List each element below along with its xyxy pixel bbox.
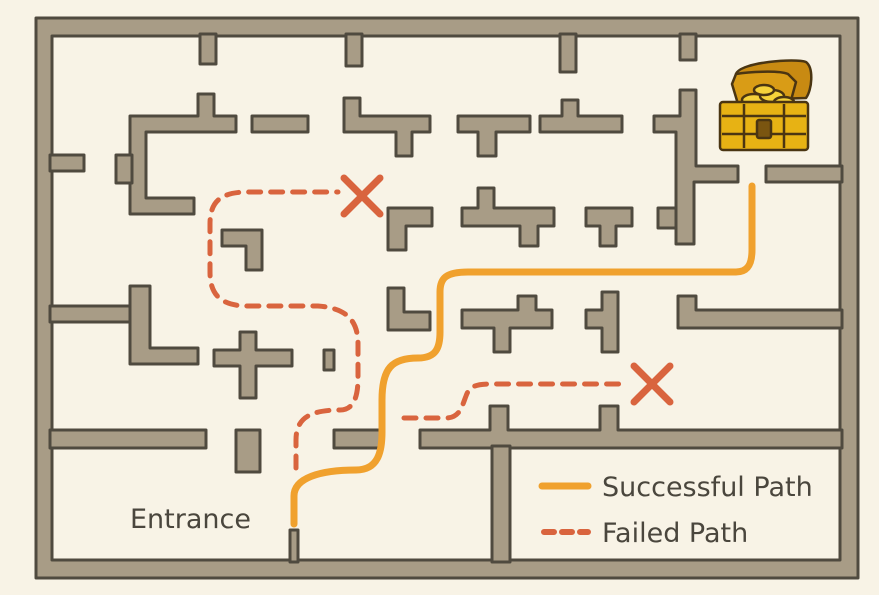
- maze-wall: [332, 428, 382, 450]
- maze-wall: [114, 153, 134, 185]
- maze-wall: [128, 92, 238, 216]
- legend-failed-label: Failed Path: [602, 518, 748, 549]
- cross-x-icon: [340, 174, 384, 218]
- maze-wall: [386, 206, 434, 252]
- maze-wall: [460, 186, 556, 248]
- maze-wall: [48, 304, 136, 324]
- maze-wall: [288, 528, 300, 564]
- maze-wall: [212, 330, 294, 400]
- maze-wall: [48, 428, 208, 450]
- legend-successful-label: Successful Path: [602, 472, 813, 503]
- maze-wall: [386, 286, 432, 332]
- maze-wall: [460, 294, 554, 354]
- maze-wall: [456, 114, 532, 158]
- maze-wall: [220, 228, 264, 272]
- maze-wall: [652, 88, 740, 246]
- maze-wall: [584, 290, 620, 354]
- maze-wall: [418, 404, 844, 450]
- failed-path-line: [207, 189, 361, 471]
- entrance-label: Entrance: [130, 504, 251, 535]
- maze-wall: [342, 96, 432, 158]
- maze-wall: [678, 32, 698, 62]
- legend: Successful Path Failed Path: [538, 472, 813, 549]
- maze-wall: [676, 294, 844, 330]
- maze-wall: [656, 206, 678, 230]
- maze-wall: [48, 153, 86, 173]
- treasure-chest-icon: [718, 59, 813, 152]
- maze-wall: [198, 32, 218, 66]
- maze-wall: [584, 206, 634, 248]
- cross-x-icon: [630, 362, 674, 406]
- maze-wall: [250, 114, 310, 134]
- maze-wall: [234, 428, 262, 474]
- maze-wall: [558, 32, 578, 74]
- maze-wall: [764, 164, 844, 184]
- maze-wall: [490, 444, 512, 564]
- failed-path-line: [401, 381, 631, 421]
- maze-wall: [322, 348, 336, 372]
- maze-wall: [538, 98, 624, 134]
- successful-path-line: [290, 182, 756, 528]
- maze-wall: [344, 32, 364, 68]
- maze-wall: [128, 284, 200, 366]
